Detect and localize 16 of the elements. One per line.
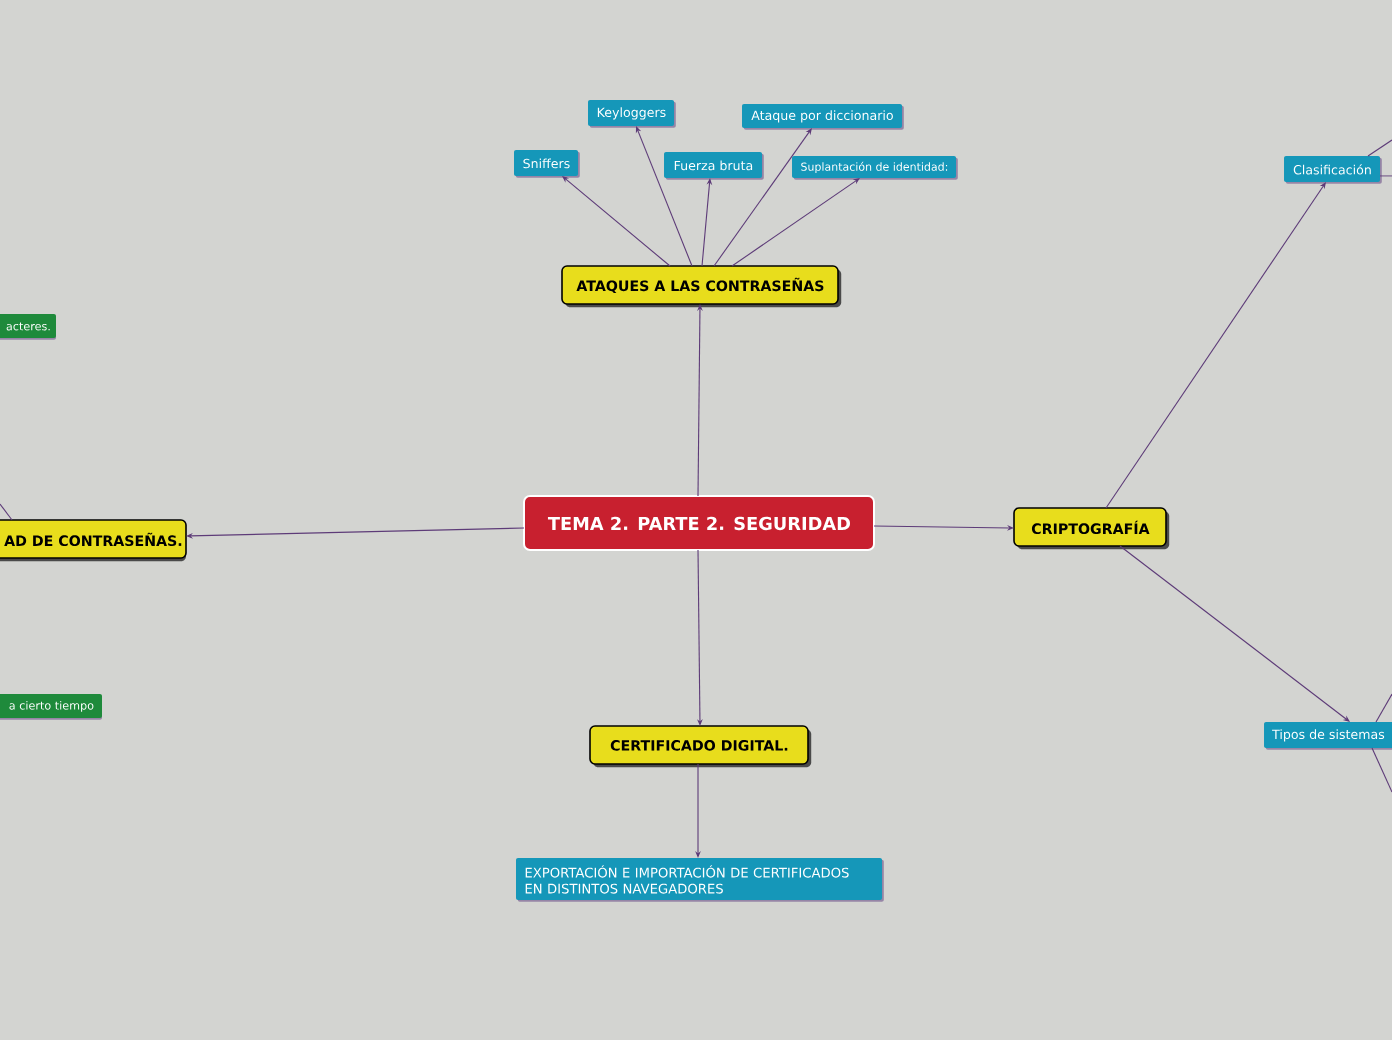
connector-arrow	[562, 176, 671, 267]
connector-line	[1375, 693, 1392, 723]
connector-arrow	[695, 763, 701, 858]
connector-arrow	[697, 304, 703, 497]
connector-arrow	[731, 178, 860, 267]
connector-line	[1371, 747, 1392, 793]
connector-line	[1379, 175, 1392, 177]
connector-arrow	[713, 128, 812, 267]
central-topic-box: TEMA 2. PARTE 2. SEGURIDAD	[523, 495, 875, 551]
connector-line	[0, 503, 13, 521]
connector-arrow	[186, 527, 525, 539]
connector-arrow	[1119, 545, 1350, 722]
connector-arrow	[635, 126, 693, 267]
connector-arrow	[697, 549, 703, 726]
connector-line	[1367, 139, 1392, 157]
connector-arrow	[1105, 182, 1326, 509]
